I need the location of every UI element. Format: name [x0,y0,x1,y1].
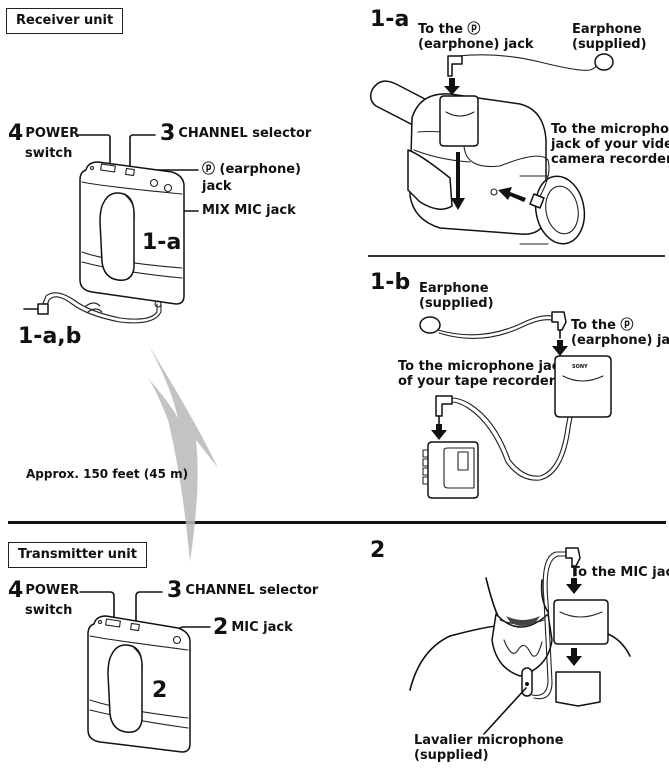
receiver-earphone-jack-label: ⓟ (earphone) jack [202,162,301,194]
receiver-section-title: Receiver unit [6,8,124,34]
divider-receiver-transmitter [8,521,666,524]
panel-1a-to-earphone-jack-label: To the ⓟ (earphone) jack [418,22,534,52]
panel-1a-to-mic-line3: camera recorder [551,152,669,167]
panel-1b-to-mic-line2: of your tape recorder [398,374,556,389]
transmitter-power-label: POWER [25,583,80,598]
panel-1a-to-earphone-line2: (earphone) jack [418,37,534,52]
transmitter-power-step-number: 4 [8,578,24,603]
panel-1a-earphone-line2: (supplied) [572,37,647,52]
divider-1a-1b [368,255,665,257]
panel-1b-to-mic-line1: To the microphone jack [398,359,569,374]
panel-1b-to-earphone-line1: To the ⓟ [571,318,634,333]
panel-1a-to-mic-line2: jack of your video [551,137,669,152]
receiver-channel-label: CHANNEL selector [178,126,312,141]
panel-1b-earphone-line2: (supplied) [419,296,494,311]
transmitter-channel-step-number: 3 [167,578,183,603]
receiver-earphone-jack-label-line2: jack [202,179,232,194]
panel-1a-step: 1-a [370,7,410,32]
panel-1b-to-earphone-line2: (earphone) jack [571,333,669,348]
panel-2-lavalier-line2: (supplied) [414,748,489,763]
receiver-body-ref: 1-a [142,230,182,255]
panel-1a-to-mic-label: To the microphone jack of your video cam… [551,122,669,167]
panel-1a-to-earphone-line1: To the ⓟ [418,22,481,37]
panel-2-step: 2 [370,538,386,563]
transmitter-body-ref: 2 [152,678,168,703]
transmitter-channel-label: CHANNEL selector [185,583,319,598]
panel-1a-to-mic-line1: To the microphone [551,122,669,137]
receiver-plug-ref: 1-a,b [18,324,82,349]
panel-1a-earphone-line1: Earphone [572,22,642,37]
receiver-channel-step-number: 3 [160,121,176,146]
receiver-earphone-jack-label-line1: ⓟ (earphone) [202,162,301,177]
panel-1b-earphone-label: Earphone (supplied) [419,281,494,311]
panel-2-to-mic-jack-label: To the MIC jack [571,565,669,580]
transmitter-section-title: Transmitter unit [8,542,147,568]
transmitter-mic-label: MIC jack [231,620,293,635]
panel-1b-to-mic-label: To the microphone jack of your tape reco… [398,359,568,389]
receiver-power-step-number: 4 [8,121,24,146]
transmitter-mic-step-number: 2 [213,615,229,640]
panel-2-lavalier-line1: Lavalier microphone [414,733,564,748]
panel-1b-brand-mark: SONY [572,364,588,370]
panel-2-lavalier-label: Lavalier microphone (supplied) [414,733,564,763]
panel-1b-earphone-line1: Earphone [419,281,489,296]
receiver-mix-mic-jack-label: MIX MIC jack [202,203,296,218]
range-note: Approx. 150 feet (45 m) [26,467,189,481]
panel-1a-earphone-label: Earphone (supplied) [572,22,647,52]
receiver-power-label-line2: switch [25,146,73,161]
receiver-power-label: POWER [25,126,80,141]
transmitter-power-label-line2: switch [25,603,73,618]
panel-1b-step: 1-b [370,270,411,295]
panel-1b-to-earphone-jack-label: To the ⓟ (earphone) jack [571,318,669,348]
